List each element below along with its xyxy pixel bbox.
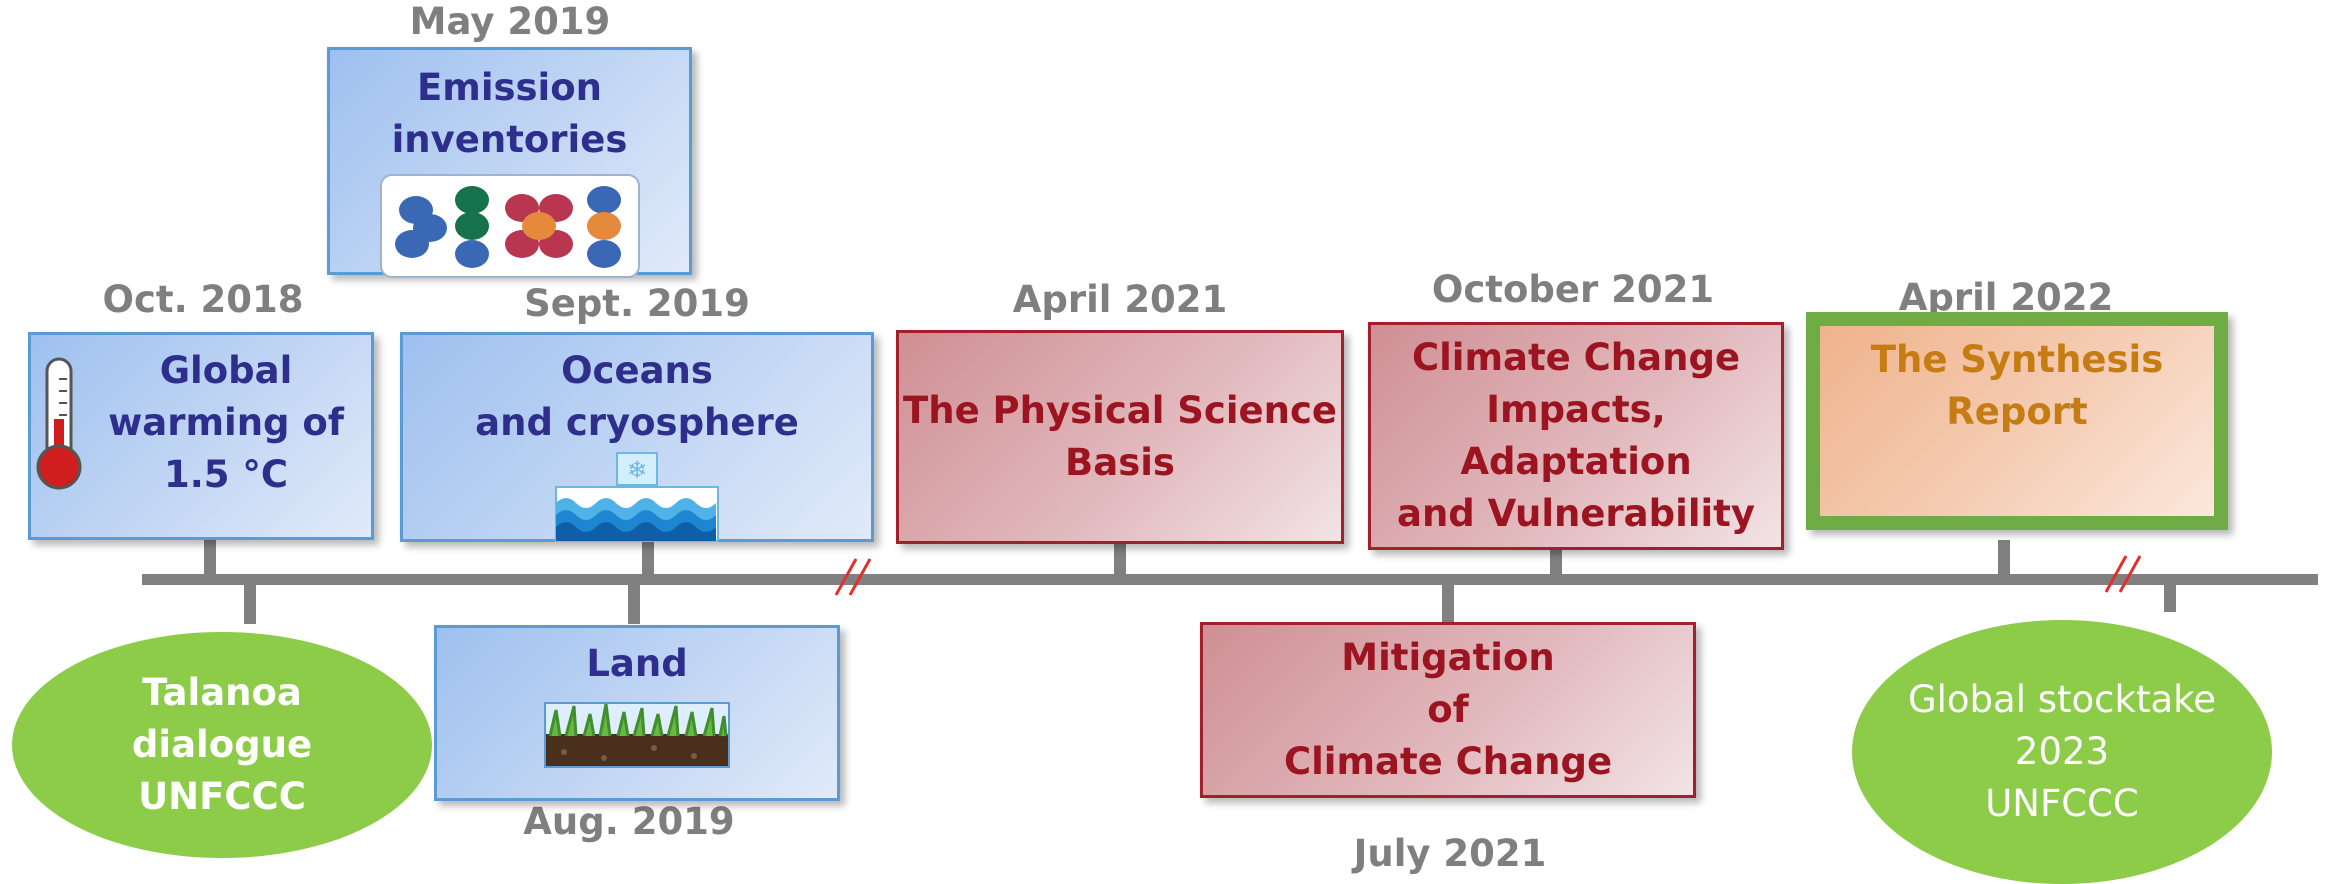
report-box-impacts-adaptation-vulnerability: Climate Change Impacts, Adaptation and V… <box>1368 322 1784 550</box>
report-title-line: Climate Change <box>1411 336 1741 380</box>
date-label-wg2: October 2021 <box>1431 268 1715 311</box>
date-label-oceans: Sept. 2019 <box>524 282 750 325</box>
report-box-mitigation: Mitigation of Climate Change <box>1200 622 1696 798</box>
report-title-line: and Vulnerability <box>1396 491 1755 535</box>
report-title-line: The Physical Science <box>902 389 1338 433</box>
connector-talanoa <box>244 580 256 624</box>
report-title-line: of <box>1427 688 1469 732</box>
date-label-wg1: April 2021 <box>1012 278 1228 321</box>
timeline-bar <box>142 574 2318 585</box>
report-title-line: Climate Change <box>1283 739 1613 783</box>
date-label-emission: May 2019 <box>409 0 611 43</box>
connector-wg1 <box>1114 540 1126 578</box>
date-label-syr: April 2022 <box>1898 276 2114 319</box>
event-text-line: UNFCCC <box>138 774 306 818</box>
report-box-physical-science-basis: The Physical Science Basis <box>896 330 1344 544</box>
report-title-line: and cryosphere <box>475 400 799 444</box>
report-title-line: Report <box>1946 389 2088 433</box>
thermometer-icon <box>33 355 89 505</box>
report-title-line: Land <box>586 642 688 685</box>
report-title-line: Mitigation <box>1341 636 1555 680</box>
timeline-break-mark <box>834 558 872 596</box>
report-title-line: Emission <box>417 66 602 109</box>
event-text-line: dialogue <box>131 723 313 767</box>
soil-grass-icon <box>544 701 730 782</box>
report-box-global-warming: Global warming of 1.5 °C <box>28 332 374 540</box>
event-global-stocktake: Global stocktake 2023 UNFCCC <box>1852 620 2272 884</box>
event-text-line: 2023 <box>2014 730 2110 774</box>
report-box-emission-inventories: Emission inventories <box>327 47 692 278</box>
connector-sr15 <box>204 540 216 578</box>
connector-stocktake <box>2164 580 2176 612</box>
report-title-line: 1.5 °C <box>163 452 289 496</box>
event-text-line: Global stocktake <box>1907 678 2217 722</box>
molecules-icon <box>379 173 640 278</box>
date-label-wg3: July 2021 <box>1353 832 1547 875</box>
report-title-line: The Synthesis <box>1870 338 2164 381</box>
report-title-line: Basis <box>1065 441 1175 484</box>
report-box-oceans-cryosphere: Oceans and cryosphere ❄ <box>400 332 874 542</box>
report-box-land: Land <box>434 625 840 801</box>
report-title-line: warming of <box>108 400 344 444</box>
date-label-land: Aug. 2019 <box>523 800 735 843</box>
report-title-line: inventories <box>391 117 628 161</box>
event-talanoa-dialogue: Talanoa dialogue UNFCCC <box>12 632 432 858</box>
connector-syr <box>1998 540 2010 578</box>
report-title-line: Oceans <box>561 349 713 392</box>
connector-wg3 <box>1442 580 1454 624</box>
report-title-line: Global <box>159 349 293 392</box>
connector-oceans <box>642 540 654 578</box>
svg-text:❄: ❄ <box>627 456 647 484</box>
report-title-line: Impacts, Adaptation <box>1460 388 1692 483</box>
timeline-break-mark <box>2104 555 2142 593</box>
date-label-sr15: Oct. 2018 <box>102 278 304 321</box>
event-text-line: Talanoa <box>142 671 302 715</box>
connector-land <box>628 580 640 624</box>
report-box-synthesis: The Synthesis Report <box>1806 312 2228 530</box>
ocean-waves-icon: ❄ <box>554 451 720 557</box>
event-text-line: UNFCCC <box>1985 781 2139 825</box>
